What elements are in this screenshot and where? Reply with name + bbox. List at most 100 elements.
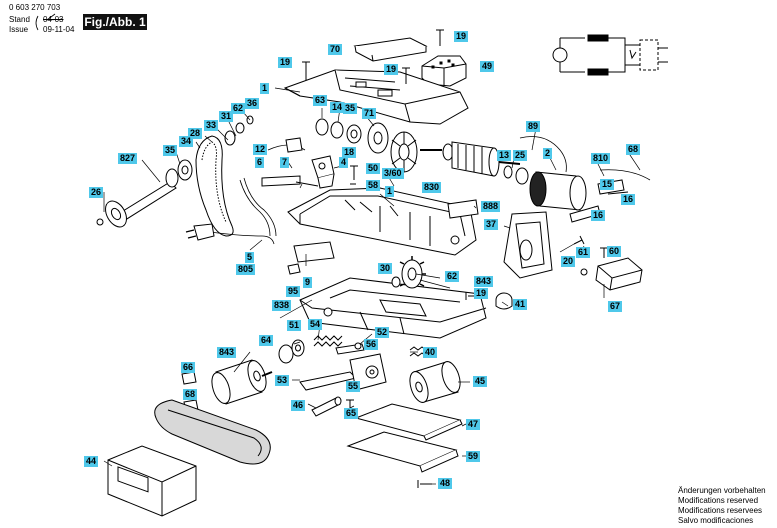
part-label-62-top: 62 xyxy=(231,103,246,114)
part-label-89: 89 xyxy=(526,121,541,132)
part-label-843-left: 843 xyxy=(217,347,237,358)
top-cover xyxy=(353,37,428,62)
base-plate xyxy=(299,277,487,339)
part-label-810: 810 xyxy=(591,153,611,164)
part-label-60: 60 xyxy=(607,246,622,257)
part-label-62-right: 62 xyxy=(445,271,460,282)
part-label-44: 44 xyxy=(84,456,99,467)
gear xyxy=(391,256,426,289)
part-label-19-right: 19 xyxy=(474,288,489,299)
part-label-19-mid: 19 xyxy=(384,64,399,75)
part-label-47: 47 xyxy=(466,419,481,430)
pulley-bearings xyxy=(165,115,254,188)
issue-label: Issue xyxy=(9,25,29,34)
part-label-68-lower: 68 xyxy=(183,389,198,400)
part-label-55: 55 xyxy=(346,381,361,392)
part-label-51: 51 xyxy=(287,320,302,331)
part-label-28: 28 xyxy=(188,128,203,139)
tension-lever xyxy=(299,343,387,391)
drive-pulley xyxy=(96,181,177,228)
part-label-71: 71 xyxy=(362,108,377,119)
part-label-54: 54 xyxy=(308,319,323,330)
note-fr: Modifications reservees xyxy=(678,506,763,515)
part-label-35-top: 35 xyxy=(343,103,358,114)
part-label-16-lower: 16 xyxy=(591,210,606,221)
part-label-7: 7 xyxy=(280,157,290,168)
part-label-19-left: 19 xyxy=(278,57,293,68)
circuit-schematic xyxy=(552,34,668,76)
switch-assembly xyxy=(261,137,335,189)
adjusting-knob xyxy=(495,292,513,310)
armature xyxy=(420,141,521,177)
part-label-3-60: 3/60 xyxy=(382,168,404,179)
part-label-64: 64 xyxy=(259,335,274,346)
part-label-66: 66 xyxy=(181,362,196,373)
stand-date: 04-03 xyxy=(43,15,64,24)
part-label-50: 50 xyxy=(366,163,381,174)
part-label-830: 830 xyxy=(422,182,442,193)
part-label-31: 31 xyxy=(219,111,234,122)
part-label-46: 46 xyxy=(291,400,306,411)
part-label-41: 41 xyxy=(513,299,528,310)
armature-bearings xyxy=(315,118,529,185)
document-number: 0 603 270 703 xyxy=(9,3,61,12)
note-de: Änderungen vorbehalten xyxy=(678,486,766,495)
cork-plate xyxy=(346,431,459,473)
part-label-63: 63 xyxy=(313,95,328,106)
motor-housing xyxy=(283,69,469,125)
part-label-15: 15 xyxy=(600,179,615,190)
rear-roller xyxy=(211,359,273,405)
part-label-36: 36 xyxy=(245,98,260,109)
part-label-30: 30 xyxy=(378,263,393,274)
rating-plate xyxy=(447,199,479,219)
main-housing xyxy=(287,187,477,256)
part-label-20: 20 xyxy=(561,256,576,267)
part-label-58: 58 xyxy=(366,180,381,191)
part-label-12: 12 xyxy=(253,144,268,155)
part-label-33: 33 xyxy=(204,120,219,131)
part-label-805: 805 xyxy=(236,264,256,275)
motor-end-cap xyxy=(503,211,553,279)
part-label-19-top: 19 xyxy=(454,31,469,42)
mains-cable xyxy=(185,177,277,245)
axle-pin xyxy=(311,396,342,417)
fan-wheel xyxy=(367,122,418,173)
part-label-68: 68 xyxy=(626,144,641,155)
part-label-827: 827 xyxy=(118,153,138,164)
part-label-14: 14 xyxy=(330,102,345,113)
part-label-13: 13 xyxy=(497,150,512,161)
figure-tag: Fig./Abb. 1 xyxy=(83,14,147,30)
part-label-48: 48 xyxy=(438,478,453,489)
part-label-59: 59 xyxy=(466,451,481,462)
drive-belt xyxy=(195,135,234,237)
field-winding xyxy=(519,136,587,211)
part-label-35-left: 35 xyxy=(163,145,178,156)
sanding-belt xyxy=(154,399,271,465)
revision-bracket xyxy=(35,13,56,31)
part-label-6: 6 xyxy=(255,157,265,168)
cap xyxy=(421,55,467,87)
part-label-40: 40 xyxy=(423,347,438,358)
part-label-95: 95 xyxy=(286,286,301,297)
part-label-70: 70 xyxy=(328,44,343,55)
brush-cover xyxy=(595,257,643,291)
part-label-16-right: 16 xyxy=(621,194,636,205)
part-label-18-mid: 18 xyxy=(342,147,357,158)
modification-notes: Änderungen vorbehalten Modifications res… xyxy=(678,486,766,526)
part-label-843-right: 843 xyxy=(474,276,494,287)
part-label-4: 4 xyxy=(339,157,349,168)
part-label-56: 56 xyxy=(364,339,379,350)
screws xyxy=(302,29,608,488)
part-label-838: 838 xyxy=(272,300,292,311)
part-label-888: 888 xyxy=(481,201,501,212)
part-label-25: 25 xyxy=(513,150,528,161)
part-label-2: 2 xyxy=(543,148,553,159)
part-label-52: 52 xyxy=(375,327,390,338)
part-label-1-housing: 1 xyxy=(385,186,395,197)
part-label-34: 34 xyxy=(179,136,194,147)
part-label-61: 61 xyxy=(576,247,591,258)
part-label-9: 9 xyxy=(303,277,313,288)
part-label-49: 49 xyxy=(480,61,495,72)
part-label-1-top: 1 xyxy=(260,83,270,94)
